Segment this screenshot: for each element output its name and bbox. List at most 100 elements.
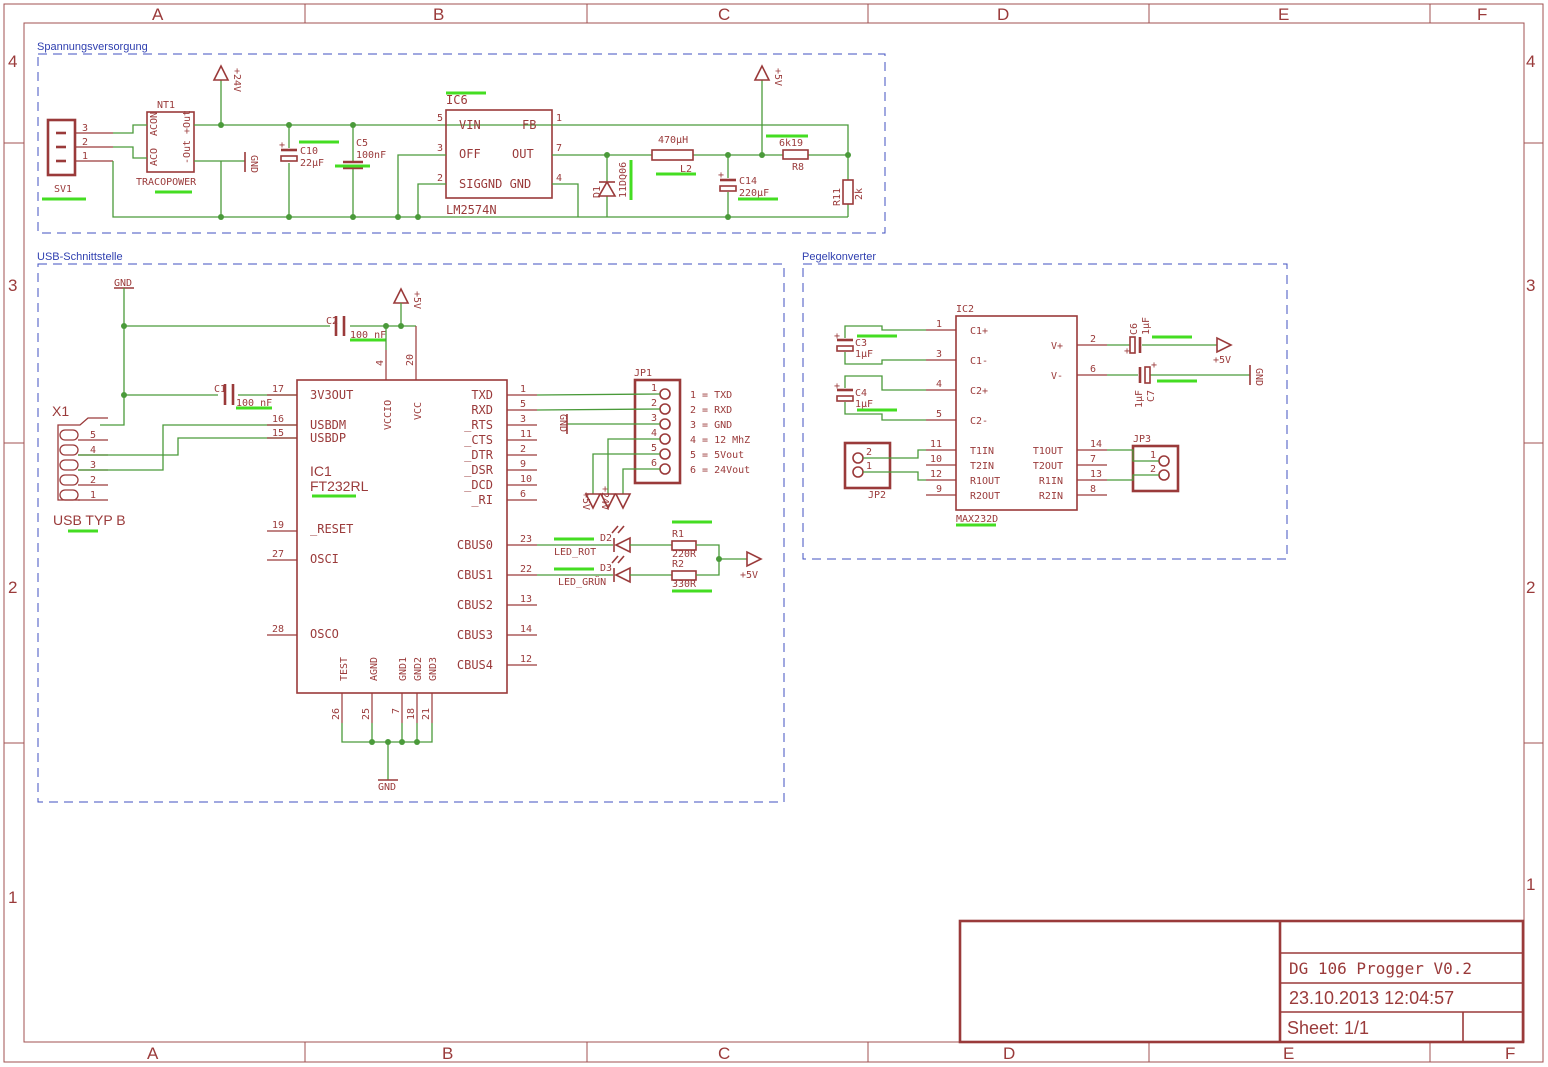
ic2-pinnum-13: 13 xyxy=(1090,469,1102,480)
ic1-pinnum-17: 17 xyxy=(272,384,284,395)
power-supply-section: 3 2 1 SV1 NT1 TRACOPOWER ACON ACO +Out -… xyxy=(42,64,865,220)
ic2-pinnum-10: 10 xyxy=(930,454,942,465)
jp3-pin-2: 2 xyxy=(1150,464,1156,475)
ic2-pin-c1minus: C1- xyxy=(970,356,988,367)
ic2-value: MAX232D xyxy=(956,514,998,525)
ic1-pin-test: TEST xyxy=(339,657,350,681)
ic1-pin-rts: _RTS xyxy=(464,418,493,432)
ic2-pin-r2out: R2OUT xyxy=(970,491,1000,502)
ic2-pin-t2in: T2IN xyxy=(970,461,994,472)
c10-value: 22µF xyxy=(300,158,324,169)
column-label-b-bottom: B xyxy=(442,1044,453,1063)
usb-sheet-frame xyxy=(37,263,785,803)
ic6-pin-siggnd: SIGGND GND xyxy=(459,177,531,191)
c4-value: 1µF xyxy=(855,399,873,410)
ic1-pinnum-10: 10 xyxy=(520,474,532,485)
x1-connector xyxy=(57,417,108,501)
jp3-pin-1: 1 xyxy=(1150,450,1156,461)
c7-value: 1µF xyxy=(1134,390,1145,408)
ic1-pinnum-26: 26 xyxy=(331,708,342,720)
x1-pin-2: 2 xyxy=(90,475,96,486)
ic2-pin-r1in: R1IN xyxy=(1039,476,1063,487)
ic1-pin-3v3out: 3V3OUT xyxy=(310,388,353,402)
c2-label: C2 xyxy=(326,316,338,327)
jp1-label: JP1 xyxy=(634,368,652,379)
row-label-2: 2 xyxy=(8,578,17,597)
ic1-pin-vccio: VCCIO xyxy=(383,400,394,430)
nt1-pin-out-pos: +Out xyxy=(182,110,193,134)
r1-label: R1 xyxy=(672,529,684,540)
power-sheet-frame xyxy=(37,53,886,234)
ic2-gnd-label: GND xyxy=(1253,368,1264,386)
nt1-value: TRACOPOWER xyxy=(136,177,197,188)
ic1-pin-rxd: RXD xyxy=(471,403,493,417)
title-project: DG 106 Progger V0.2 xyxy=(1289,959,1472,978)
ic2-pinnum-12: 12 xyxy=(930,469,942,480)
jp1-legend-5: 5 = 5Vout xyxy=(690,450,744,461)
c14-label: C14 xyxy=(739,176,757,187)
x1-pin-1: 1 xyxy=(90,490,96,501)
d1-value: 11DQ06 xyxy=(618,162,629,198)
ic6-pinnum-7: 7 xyxy=(556,143,562,154)
jp1-supply-5v-label: +5V xyxy=(580,492,591,510)
c4-label: C4 xyxy=(855,388,867,399)
drawing-frame: A B C D E F A B C D E F 4 3 2 1 4 3 2 1 xyxy=(3,3,1544,1063)
ic1-pinnum-2: 2 xyxy=(520,444,526,455)
ic1-pinnum-16: 16 xyxy=(272,414,284,425)
ic1-pin-cts: _CTS xyxy=(464,433,493,447)
ic1-value: FT232RL xyxy=(310,478,369,494)
usb-supply-5v-label: +5V xyxy=(411,291,422,309)
ic1-pinnum-27: 27 xyxy=(272,549,284,560)
c6-label: C6 xyxy=(1129,323,1140,335)
d1-label: D1 xyxy=(592,186,603,198)
ic2-max232 xyxy=(955,315,1078,511)
column-label-c-bottom: C xyxy=(718,1044,730,1063)
ic1-pinnum-9: 9 xyxy=(520,459,526,470)
ic6-pinnum-2: 2 xyxy=(437,173,443,184)
ic2-pinnum-11: 11 xyxy=(930,439,942,450)
ic1-pin-ri: _RI xyxy=(471,493,493,507)
column-label-c: C xyxy=(718,5,730,24)
ic2-label: IC2 xyxy=(956,304,974,315)
svg-text:+: + xyxy=(1151,360,1157,371)
ic2-pin-r1out: R1OUT xyxy=(970,476,1000,487)
ic6-pin-vin: VIN xyxy=(459,118,481,132)
c5-value: 100nF xyxy=(356,150,386,161)
l2-label: L2 xyxy=(680,164,692,175)
ic2-pinnum-4: 4 xyxy=(936,379,942,390)
column-label-d: D xyxy=(997,5,1009,24)
ic2-pin-c1plus: C1+ xyxy=(970,326,988,337)
ic6-pin-off: OFF xyxy=(459,147,481,161)
ic1-pin-dtr: _DTR xyxy=(464,448,494,462)
c10-label: C10 xyxy=(300,146,318,157)
sv1-pin-3: 3 xyxy=(82,123,88,134)
ic1-pinnum-15: 15 xyxy=(272,428,284,439)
jp1-pin-6: 6 xyxy=(651,458,657,469)
svg-text:+: + xyxy=(834,331,840,342)
jp1-pin-3: 3 xyxy=(651,413,657,424)
x1-pin-4: 4 xyxy=(90,445,96,456)
c5-label: C5 xyxy=(356,138,368,149)
jp2-label: JP2 xyxy=(868,490,886,501)
r2-value: 330R xyxy=(672,579,697,590)
c1-label: C1 xyxy=(214,384,226,395)
jp1-legend-6: 6 = 24Vout xyxy=(690,465,750,476)
ic2-left-pins: 1 3 4 5 11 10 12 9 C1+ C1- C2+ C2- T1IN … xyxy=(926,319,1000,502)
svg-text:+: + xyxy=(834,381,840,392)
ic2-supply-5v-label: +5V xyxy=(1213,355,1231,366)
ic6-pinnum-3: 3 xyxy=(437,143,443,154)
ic1-pinnum-11: 11 xyxy=(520,429,532,440)
r2-label: R2 xyxy=(672,559,684,570)
ic1-bottom-pins: 26 25 7 18 21 TEST AGND GND1 GND2 GND3 xyxy=(331,657,439,723)
c6-value: 1µF xyxy=(1141,317,1152,335)
jp2-pin-2: 2 xyxy=(866,447,872,458)
ic6-pinnum-1: 1 xyxy=(556,113,562,124)
ic1-right-pins: 1 5 3 11 2 9 10 6 23 22 13 14 12 TXD RXD… xyxy=(457,384,537,672)
ic1-pin-cbus2: CBUS2 xyxy=(457,598,493,612)
x1-pin-5: 5 xyxy=(90,430,96,441)
ic6-pinnum-4: 4 xyxy=(556,173,562,184)
column-label-d-bottom: D xyxy=(1003,1044,1015,1063)
r11-value: 2k xyxy=(854,188,865,200)
c3-value: 1µF xyxy=(855,349,873,360)
usb-gnd-top-label: GND xyxy=(114,278,132,289)
